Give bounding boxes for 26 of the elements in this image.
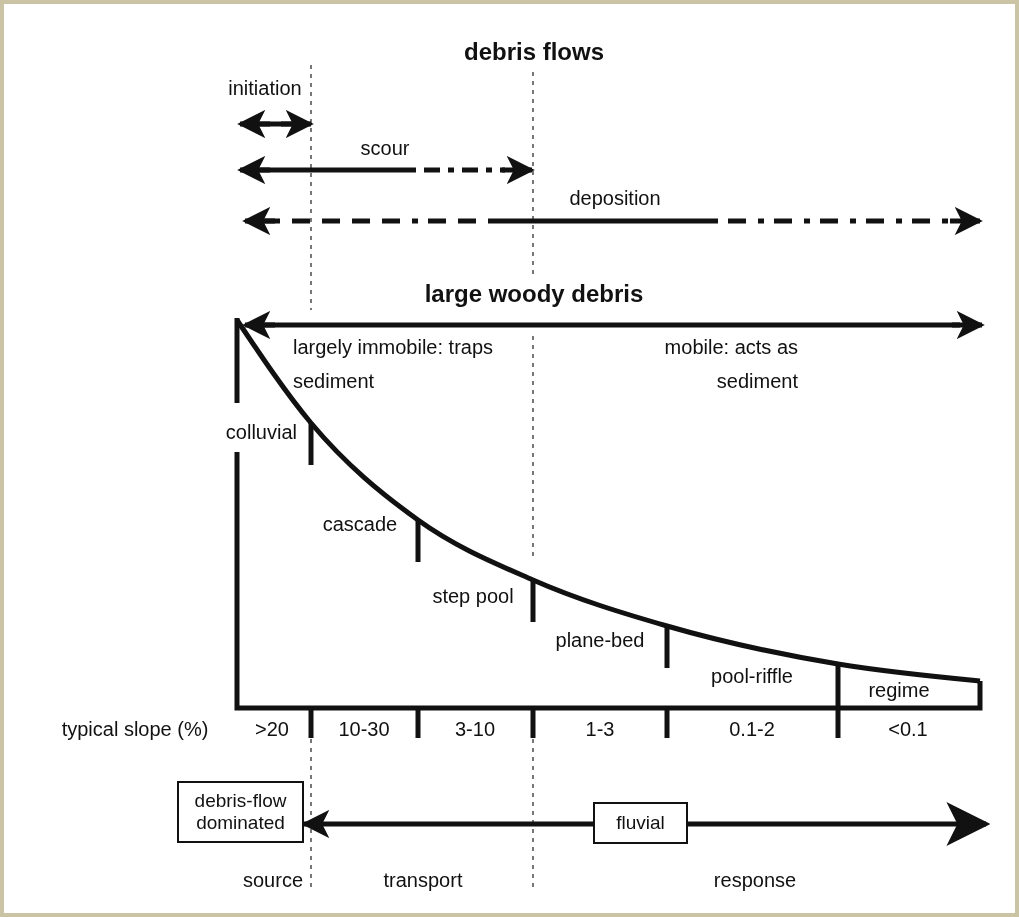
zone-label: source (243, 868, 303, 892)
section-heading: large woody debris (424, 282, 644, 306)
arrow (688, 802, 991, 846)
slope-value: <0.1 (888, 717, 928, 741)
channel-type-label: cascade (322, 512, 398, 536)
channel-type-label: plane-bed (555, 628, 645, 652)
process-label: deposition (569, 186, 661, 210)
wood-behaviour-note: largely immobile: traps sediment (293, 335, 495, 394)
slope-value: 0.1-2 (729, 717, 775, 741)
wood-behaviour-note: mobile: acts as sediment (663, 335, 798, 394)
channel-type-label: pool-riffle (711, 664, 793, 688)
slope-value: 3-10 (455, 717, 495, 741)
axis-title: typical slope (%) (61, 717, 209, 741)
slope-value: 1-3 (585, 717, 615, 741)
process-label: scour (360, 136, 410, 160)
channel-type-label: colluvial (225, 420, 297, 444)
slope-value: >20 (255, 717, 289, 741)
section-heading: debris flows (464, 40, 604, 64)
zone-label: response (713, 868, 797, 892)
process-label: initiation (228, 76, 302, 100)
slope-value: 10-30 (338, 717, 390, 741)
channel-type-label: regime (868, 678, 930, 702)
regime-box: fluvial (593, 802, 688, 844)
channel-type-label: step pool (432, 584, 514, 608)
regime-box: debris-flow dominated (177, 781, 304, 843)
zone-label: transport (383, 868, 463, 892)
